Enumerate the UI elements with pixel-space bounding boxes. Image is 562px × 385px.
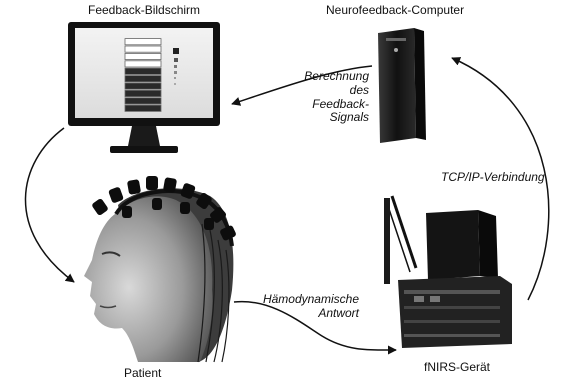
- fnirs-label: fNIRS-Gerät: [424, 360, 491, 374]
- feedback-bar-segment: [124, 53, 162, 61]
- feedback-bar-segment: [124, 60, 162, 68]
- computer-label: Neurofeedback-Computer: [326, 3, 465, 17]
- arrow-computer-to-monitor: [231, 65, 373, 106]
- feedback-bar-segment: [124, 82, 162, 90]
- feedback-level-bar: [124, 38, 162, 112]
- response-label-line: Hämodynamische: [262, 292, 359, 306]
- computation-label-line: Signals: [329, 110, 369, 125]
- patient-label: Patient: [124, 366, 162, 380]
- feedback-bar-segment: [124, 90, 162, 98]
- arrow-patient-to-fnirs: [233, 300, 397, 355]
- neurofeedback-computer-icon: [378, 28, 426, 143]
- computation-label-line: Feedback-: [312, 96, 369, 111]
- feedback-bar-segment: [124, 104, 162, 112]
- tcp-label: TCP/IP-Verbindung: [441, 170, 545, 184]
- arrow-fnirs-to-computer: [451, 57, 550, 301]
- feedback-scale-icon: [173, 48, 179, 85]
- feedback-bar-segment: [124, 67, 162, 75]
- fnirs-device-icon: [384, 195, 512, 348]
- computation-label: Berechnung des Feedback- Signals: [304, 69, 369, 125]
- response-label: Hämodynamische Antwort: [262, 292, 359, 321]
- feedback-bar-segment: [124, 75, 162, 83]
- monitor-label: Feedback-Bildschirm: [88, 3, 201, 17]
- arrow-monitor-to-patient: [24, 127, 75, 283]
- feedback-bar-segment: [124, 38, 162, 46]
- patient-head-icon: [84, 176, 236, 363]
- computation-label-line: des: [349, 82, 369, 97]
- feedback-bar-segment: [124, 97, 162, 105]
- response-label-line: Antwort: [318, 305, 359, 320]
- feedback-bar-segment: [124, 45, 162, 53]
- computation-label-line: Berechnung: [304, 69, 369, 83]
